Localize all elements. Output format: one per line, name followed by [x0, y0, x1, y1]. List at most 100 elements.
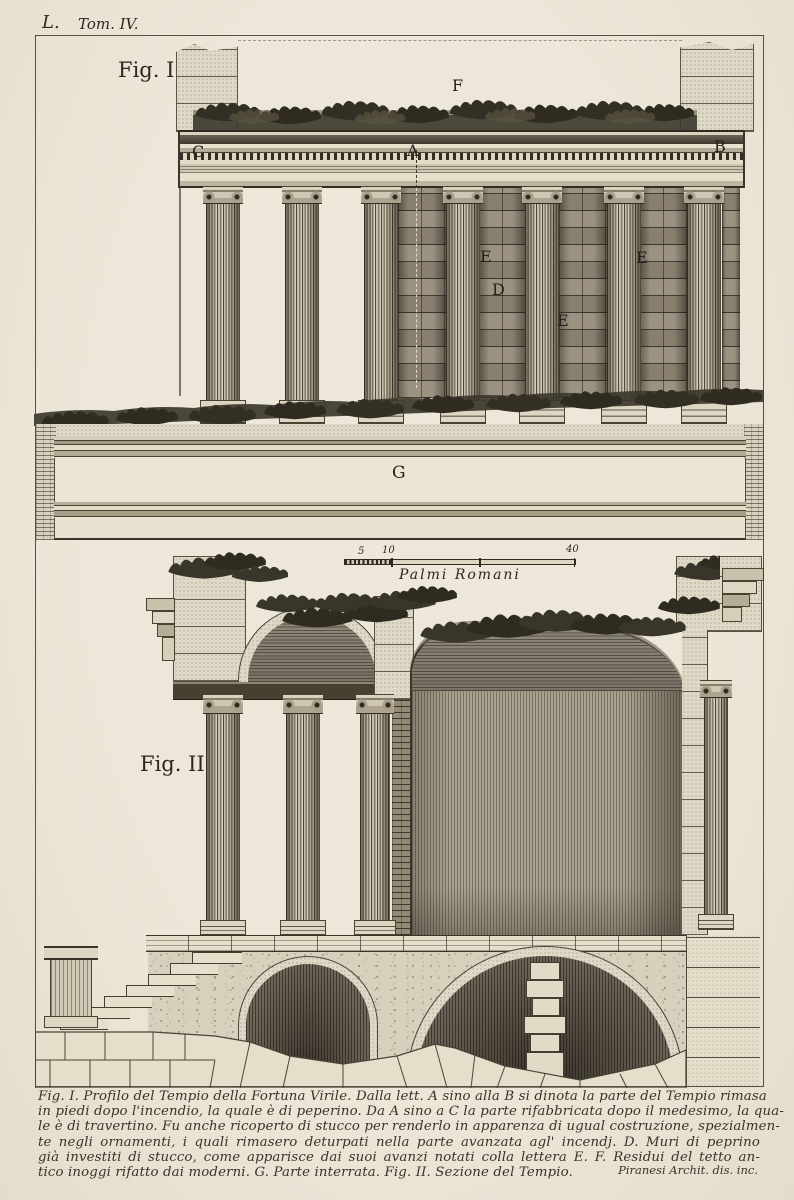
fig1-left-anta-line — [179, 188, 181, 396]
arch-block-pier — [524, 1016, 566, 1034]
dentil-course — [180, 153, 743, 160]
fig2-polygonal-footing — [35, 1031, 687, 1088]
fig2-column-base — [280, 920, 326, 936]
fig1-podium-edge-right — [744, 424, 764, 540]
fig2-left-cornice-step — [152, 611, 175, 624]
fig1-ground-foliage — [34, 387, 764, 431]
fig1-foliage-top — [193, 99, 697, 130]
fig1-podium-bed — [56, 424, 744, 436]
annotation-letter-a: A — [407, 141, 420, 160]
fig1-boundary-dash-dark — [416, 150, 417, 188]
annotation-letter-b: B — [714, 137, 727, 156]
podium-stair-step — [192, 952, 242, 964]
annotation-letter-d: D — [492, 280, 506, 299]
fig2-foundation-quoins — [686, 935, 760, 1087]
fig1-podium-base-molding — [54, 502, 746, 518]
fluted-column-shaft — [687, 204, 721, 400]
ionic-capital — [443, 186, 483, 204]
fluted-column-shaft — [206, 714, 240, 922]
cornice-ovolo — [180, 148, 743, 153]
fig2-crest-foliage — [168, 552, 720, 643]
caption-line: Fig. I. Profilo del Tempio della Fortuna… — [38, 1089, 767, 1104]
scale-tick-5: 5 — [358, 546, 365, 557]
artist-signature: Piranesi Archit. dis. inc. — [618, 1163, 758, 1177]
fig2-pedestal-base — [44, 1016, 98, 1028]
fig1-boundary-dash-light — [416, 188, 417, 388]
scale-bar-rule — [344, 558, 576, 567]
scale-bar-label: Palmi Romani — [399, 567, 521, 583]
caption-line: tico inoggi rifatto dai moderni. G. Part… — [38, 1165, 573, 1181]
fig2-left-cornice-step — [157, 624, 175, 637]
frieze-fillet — [180, 160, 743, 164]
fig1-podium-plinth — [54, 518, 746, 540]
fluted-engaged-shaft — [360, 714, 390, 922]
fig1-masonry-panel — [722, 188, 740, 398]
caption-line: già investiti di stucco, come apparisce … — [38, 1149, 760, 1165]
fig1-podium-edge-left — [36, 424, 56, 540]
cornice-band — [180, 144, 743, 148]
fig2-pedestal-shaft — [50, 960, 92, 1016]
fig2-right-cornice-step — [722, 594, 750, 607]
ionic-capital — [283, 694, 323, 714]
ionic-capital — [522, 186, 562, 204]
ionic-capital — [604, 186, 644, 204]
arch-block-pier — [530, 1034, 560, 1052]
fluted-column-shaft — [607, 204, 641, 400]
tome-mark: Tom. IV. — [78, 15, 139, 33]
scale-tick-40: 40 — [566, 544, 579, 555]
fluted-column-shaft — [286, 714, 320, 922]
fig2-middle-pier-brick — [392, 700, 414, 935]
fig1-podium-cornice — [54, 436, 746, 458]
fig2-left-cornice-step — [146, 598, 175, 611]
podium-stair-step — [126, 985, 174, 997]
scale-bar: 5 10 40 Palmi Romani — [344, 544, 584, 586]
fig2-right-cornice-step — [722, 568, 764, 581]
fig1-podium-die — [54, 458, 746, 502]
fig2-cella-vault — [410, 624, 686, 935]
annotation-letter-e3: E — [636, 248, 649, 267]
arch-block-pier — [530, 962, 560, 980]
ionic-capital — [356, 694, 394, 714]
fig1-masonry-panel — [640, 188, 687, 398]
fig1-label: Fig. I. — [118, 58, 182, 82]
fig2-pedestal-cap — [44, 946, 98, 960]
fluted-column-shaft — [525, 204, 559, 400]
fig2-cella-back-wall — [412, 691, 686, 935]
fig1-restoration-dashline — [238, 40, 682, 41]
fig1-entablature — [178, 130, 745, 188]
podium-stair-step — [148, 974, 196, 986]
annotation-letter-f: F — [452, 76, 464, 95]
frieze-band — [180, 164, 743, 173]
ionic-capital — [700, 680, 732, 698]
ionic-capital — [282, 186, 322, 204]
annotation-letter-g: G — [392, 463, 407, 483]
fig2-exterior-engaged-column — [704, 698, 728, 914]
fluted-column-shaft — [446, 204, 480, 400]
scale-tick-10: 10 — [382, 545, 395, 556]
architrave-fascia — [180, 173, 743, 181]
caption-line: in piedi dopo l'incendio, la quale è di … — [38, 1104, 784, 1120]
arch-block-pier — [532, 998, 560, 1016]
ionic-capital — [361, 186, 401, 204]
ionic-capital — [684, 186, 724, 204]
plate-letter-mark: L. — [42, 12, 60, 33]
fig2-section: Fig. II. — [0, 540, 794, 1100]
arch-block-pier — [526, 980, 564, 998]
fig1-masonry-panel — [559, 188, 607, 398]
fig2-right-cornice-step — [722, 607, 742, 622]
cornice-fillet — [180, 130, 743, 135]
fluted-column-shaft — [364, 204, 398, 400]
fig2-column-base — [354, 920, 396, 936]
fig2-right-cornice-step — [722, 581, 757, 594]
cornice-corona — [180, 135, 743, 144]
annotation-letter-c: C — [192, 142, 205, 161]
fluted-column-shaft — [285, 204, 319, 400]
fig1-elevation: Fig. I. — [0, 0, 794, 560]
ionic-capital — [203, 694, 243, 714]
annotation-letter-e2: E — [557, 311, 570, 330]
caption-line: le è di travertino. Fu anche ricoperto d… — [38, 1119, 780, 1135]
fig2-label: Fig. II. — [140, 752, 212, 776]
fig2-column-base — [698, 914, 734, 930]
fig2-left-cornice-step — [162, 637, 175, 661]
podium-stair-step — [170, 963, 218, 975]
